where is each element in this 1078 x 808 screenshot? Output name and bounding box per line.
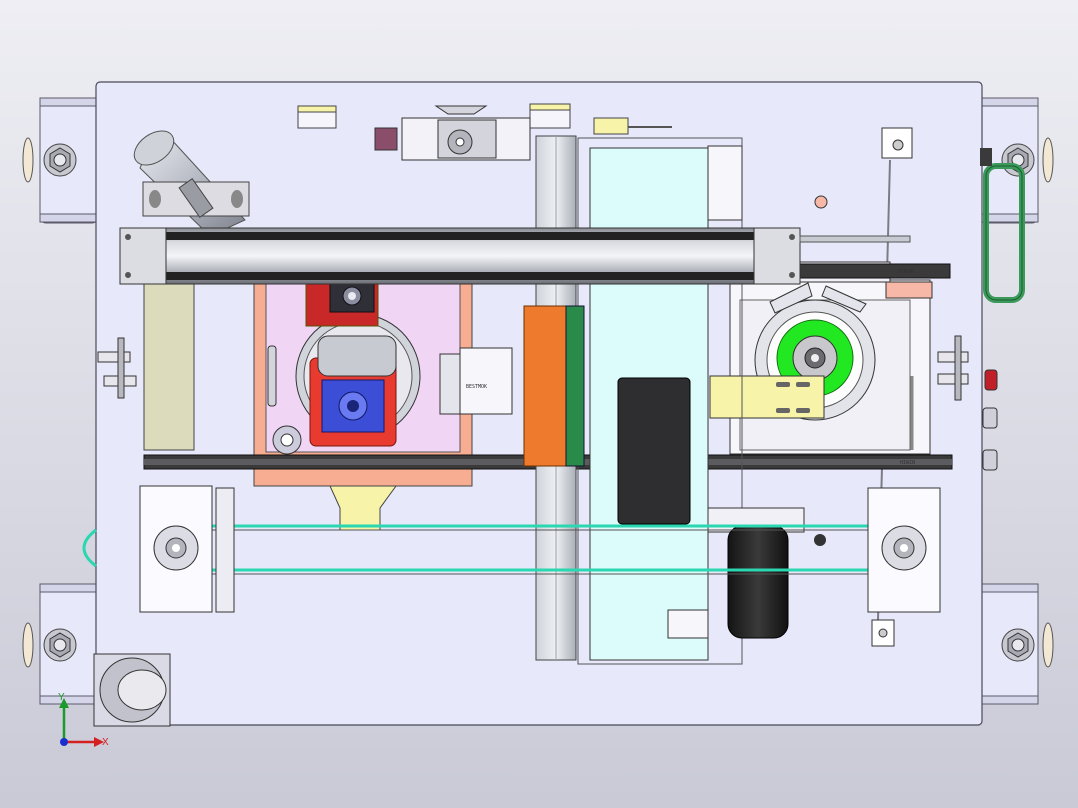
caster-bracket-bottom-left <box>22 583 99 705</box>
upper-rail-label: HIWIN <box>898 269 913 275</box>
indicator-pink <box>814 195 828 209</box>
cyan-cover-tab <box>707 145 743 221</box>
right-side-fittings <box>910 335 998 471</box>
top-sensor-bracket <box>401 105 531 161</box>
conveyor-belt <box>82 524 870 575</box>
valve-block: BESTMOK <box>439 347 513 415</box>
yellow-bracket-slots <box>776 382 810 413</box>
sensor-label: BESTMOK <box>466 384 487 390</box>
left-pulley-bracket <box>139 485 235 613</box>
olive-panel <box>143 281 195 451</box>
drive-motor <box>617 377 691 525</box>
left-side-fittings <box>97 337 137 399</box>
caster-bracket-bottom-right <box>979 583 1054 705</box>
green-handle[interactable] <box>980 148 1025 303</box>
cylinder-rod <box>799 235 911 243</box>
camera-module <box>305 281 379 327</box>
orange-block <box>523 305 571 467</box>
pneumatic-cylinder[interactable] <box>119 227 801 285</box>
triad-x-label: X <box>102 737 109 748</box>
top-mount-blocks <box>297 103 672 151</box>
small-spindle <box>267 335 397 455</box>
lower-rail-label: HIWIN <box>900 460 915 466</box>
indicator-dark <box>814 534 826 546</box>
rotary-feeder-assembly <box>729 261 933 455</box>
bottom-left-shroud <box>93 653 171 727</box>
right-pulley-bracket <box>867 487 941 613</box>
triad-y-label: Y <box>58 692 65 703</box>
coordinate-triad: Y X <box>58 692 109 748</box>
